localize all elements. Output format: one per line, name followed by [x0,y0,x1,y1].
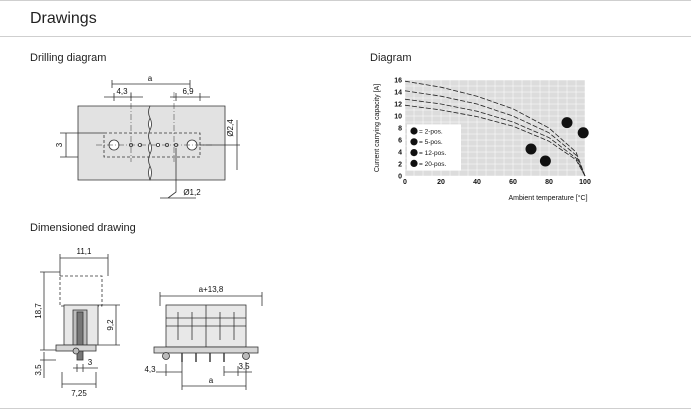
dim-line-a [181,362,247,390]
dim-label-a-13-8: a+13,8 [199,285,224,294]
legend-marker-label: 3 [412,151,415,157]
legend-label: = 5-pos. [419,139,443,146]
dim-line-a-13-8 [159,292,263,306]
series-marker-3 [525,143,537,155]
legend-marker-label: 4 [412,162,416,168]
series-marker-1 [577,127,589,139]
series-marker-4 [539,155,551,167]
chart-markers: 1 2 3 4 [525,117,589,167]
series-line-4 [404,104,586,177]
series-marker-label: 4 [543,159,547,166]
centre-line [130,92,175,162]
board-outline-right [148,105,226,181]
x-tick-label: 0 [403,179,407,186]
dim-line-3-5 [223,366,252,376]
dim-line-3 [60,132,104,158]
dim-label-dia-2-4: Ø2,4 [226,119,235,137]
legend-marker-label: 2 [412,140,415,146]
series-marker-label: 1 [581,130,585,137]
dim-label-a: a [148,74,153,83]
chart-x-label: Ambient temperature [°C] [508,194,587,202]
legend-label: = 20-pos. [419,161,446,168]
top-rule [0,0,691,1]
x-tick-label: 40 [473,179,481,186]
dim-line-4-3 [156,364,182,376]
y-tick-label: 2 [398,162,402,169]
series-line-3 [404,98,586,177]
dim-line-dia-2-4 [200,120,240,170]
dimensioned-heading: Dimensioned drawing [30,222,136,234]
dim-line-18-7 [40,271,60,351]
series-marker-2 [561,117,573,129]
y-tick-label: 10 [394,114,402,121]
dim-label-4-3: 4,3 [116,87,128,96]
dim-label-3-5: 3,5 [238,362,250,371]
chart-y-label: Current carrying capacity [A] [374,84,381,172]
dim-line-11-1 [59,254,109,276]
legend-marker [410,127,418,135]
side-view [40,254,120,388]
dim-label-11-1: 11,1 [77,247,93,256]
series-marker-label: 2 [565,120,569,127]
legend-marker-label: 1 [412,129,415,135]
legend-marker [410,138,418,146]
dim-label-4-3: 4,3 [144,365,156,374]
series-line-1 [404,80,586,177]
dim-line-a [111,80,191,88]
dim-label-3: 3 [88,358,93,367]
y-tick-label: 14 [394,90,402,97]
dim-line-7-25 [61,372,97,388]
y-tick-label: 0 [398,174,402,181]
legend-label: = 12-pos. [419,150,446,157]
dim-line-6-9 [170,93,210,101]
flange-screw [72,347,80,355]
header-pin [76,311,84,361]
chart-series-group [404,80,586,177]
legend-marker [410,159,418,167]
dim-label-dia-1-2: Ø1,2 [183,188,201,197]
dim-label-3: 3 [55,142,64,147]
y-tick-label: 8 [398,126,402,133]
bottom-rule [0,408,691,409]
x-tick-label: 100 [579,179,591,186]
x-tick-label: 20 [437,179,445,186]
drilling-heading: Drilling diagram [30,52,107,64]
x-tick-label: 60 [509,179,517,186]
chart-legend: 1 = 2-pos. 2 = 5-pos. 3 = 12-pos.4= 20-pos. [407,124,461,171]
dim-line-9-2 [98,304,120,346]
front-flange [153,346,259,354]
dim-line-3-5 [40,352,56,378]
y-tick-label: 4 [398,150,402,157]
flange-screw-right [242,352,250,360]
dim-line-4-3 [104,93,143,101]
series-marker-label: 3 [529,147,533,154]
dim-label-6-9: 6,9 [182,87,194,96]
leader-dia-1-2 [160,148,196,199]
x-tick-label: 80 [545,179,553,186]
dim-line-3 [73,364,98,372]
y-tick-label: 6 [398,138,402,145]
drilling-diagram [60,80,240,199]
dim-label-a: a [209,376,214,385]
title-underline [0,36,691,37]
page-title: Drawings [30,10,97,27]
front-view [153,292,263,390]
plug-outline [59,275,103,307]
dim-label-18-7: 18,7 [34,303,43,319]
legend-label: = 2-pos. [419,128,443,135]
dim-label-7-25: 7,25 [71,389,87,398]
dim-label-3-5: 3,5 [34,364,43,376]
series-line-2 [404,90,586,177]
legend-marker [410,149,418,157]
flange-screw-left [162,352,170,360]
y-tick-label: 16 [394,78,402,85]
front-pins [181,353,225,362]
dim-label-9-2: 9,2 [106,319,115,331]
y-tick-label: 12 [394,102,402,109]
diagram-heading: Diagram [370,52,412,64]
front-band [166,317,246,327]
